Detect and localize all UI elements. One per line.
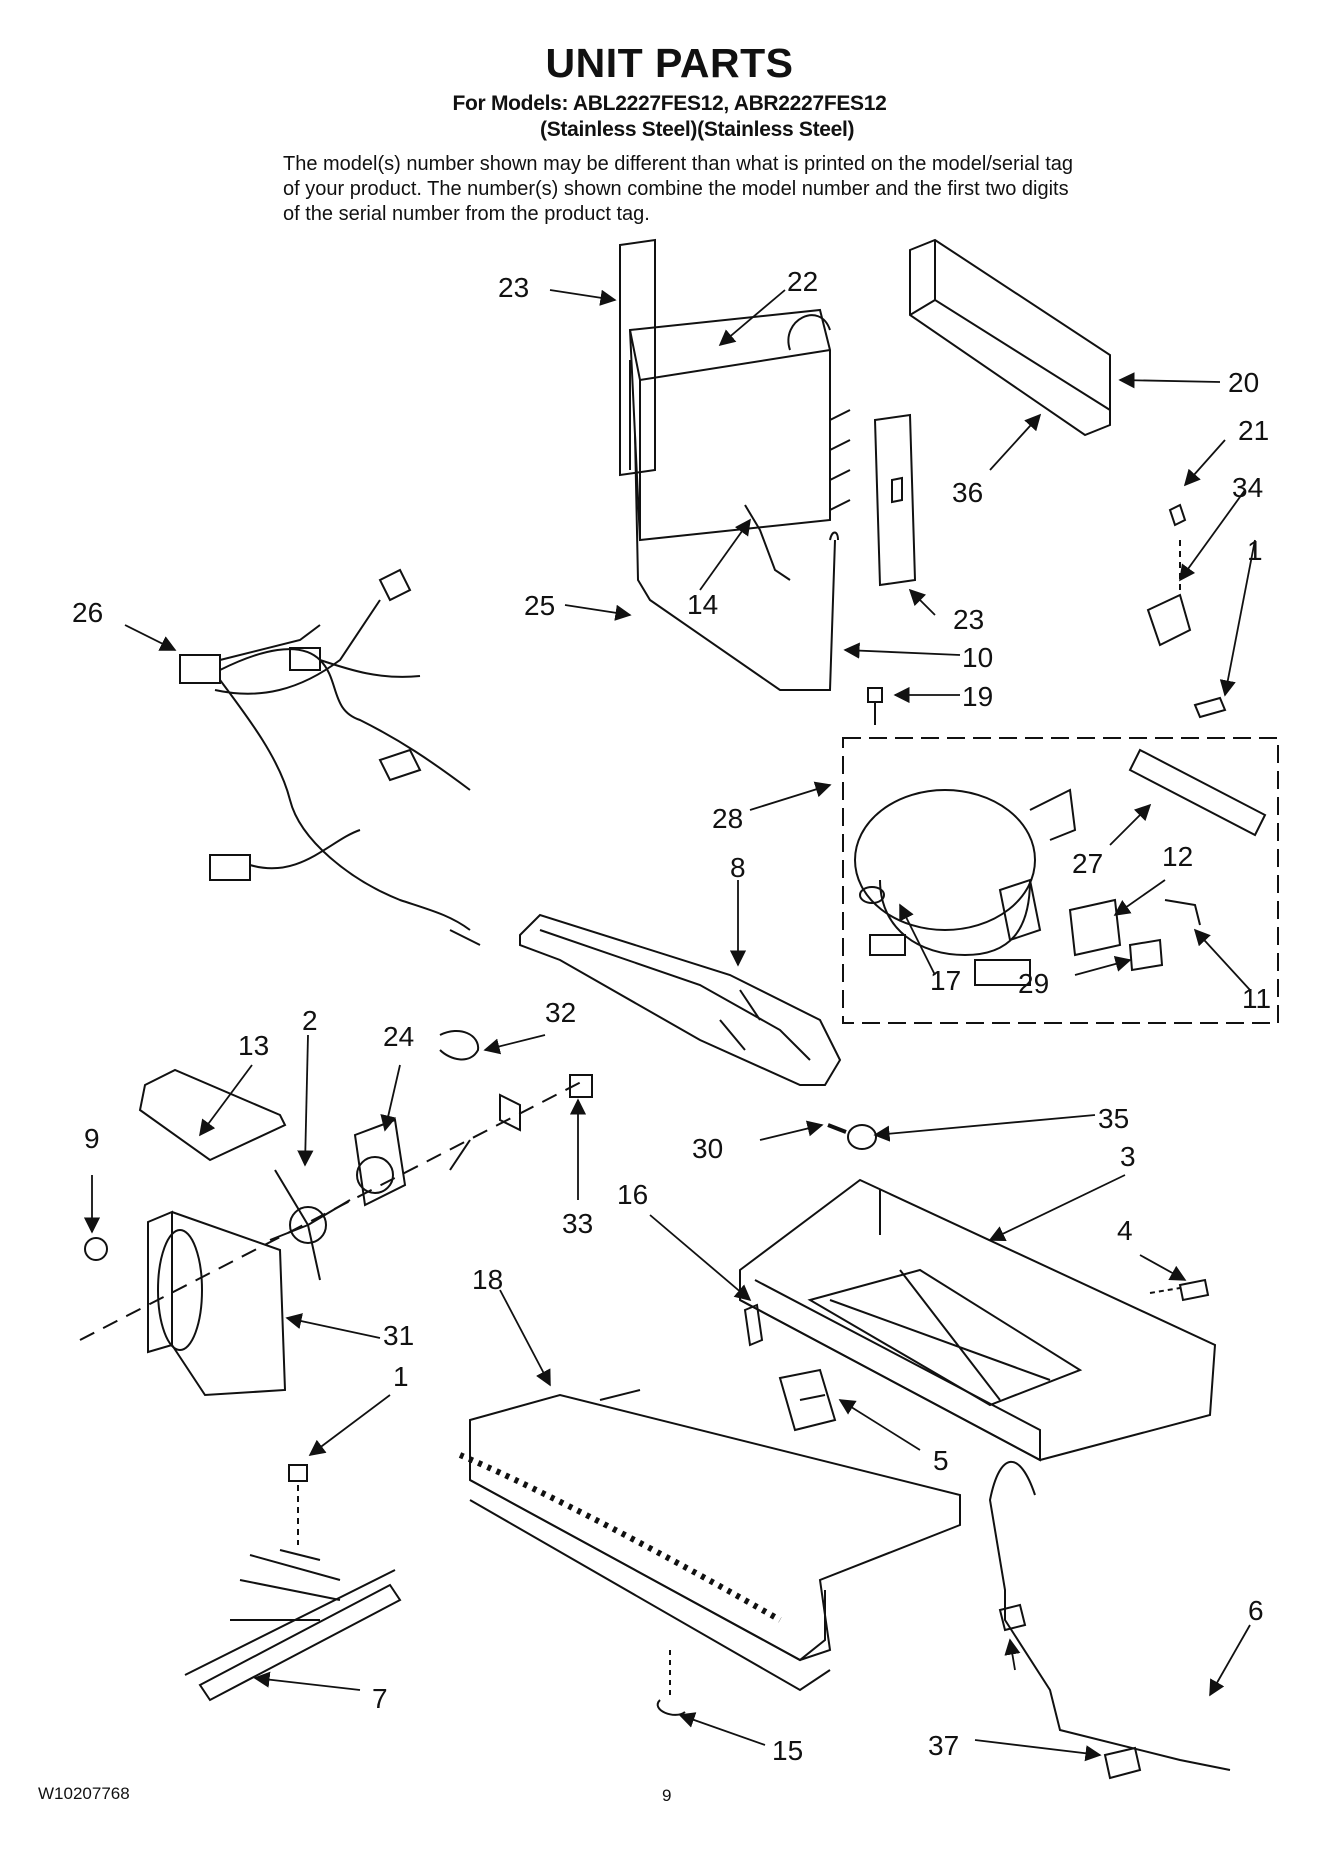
grommet-17 — [859, 886, 885, 904]
bracket-34 — [1146, 593, 1192, 647]
clip-11 — [1164, 899, 1201, 926]
callout-36: 36 — [952, 477, 983, 508]
sleeve-37b — [1103, 1746, 1142, 1780]
callout-6: 6 — [1248, 1595, 1264, 1626]
fan-motor-24 — [353, 1118, 407, 1207]
screw-16 — [743, 1303, 764, 1347]
overload-29 — [1128, 938, 1164, 972]
plug-9 — [84, 1237, 108, 1261]
callout-19: 19 — [962, 681, 993, 712]
wire-harness-7 — [184, 1549, 402, 1702]
callout-17: 17 — [930, 965, 961, 996]
callout-8: 8 — [730, 852, 746, 883]
callout-1-top: 1 — [1247, 535, 1263, 566]
callout-29: 29 — [1018, 968, 1049, 999]
callout-13: 13 — [238, 1030, 269, 1061]
callout-32: 32 — [545, 997, 576, 1028]
callout-12: 12 — [1162, 841, 1193, 872]
models-line: For Models: ABL2227FES12, ABR2227FES12 — [452, 92, 887, 115]
screw-4 — [1178, 1278, 1210, 1302]
screw-33 — [569, 1074, 593, 1098]
tube-6 — [988, 1461, 1231, 1780]
thermistor-14 — [744, 504, 791, 581]
callout-23-top: 23 — [498, 272, 529, 303]
finish-line: (Stainless Steel)(Stainless Steel) — [540, 118, 855, 141]
document-number: W10207768 — [38, 1784, 130, 1803]
callout-33: 33 — [562, 1208, 593, 1239]
clamp-32 — [439, 1030, 480, 1061]
evaporator-cover-20 — [909, 238, 1111, 437]
callout-3: 3 — [1120, 1141, 1136, 1172]
wire-harness-26 — [179, 568, 481, 946]
fan-blade-2 — [269, 1169, 351, 1281]
clip-15 — [656, 1699, 686, 1716]
callout-37: 37 — [928, 1730, 959, 1761]
relay-12 — [1068, 898, 1122, 957]
screw-1-bottom — [288, 1464, 308, 1482]
callout-20: 20 — [1228, 367, 1259, 398]
callout-30: 30 — [692, 1133, 723, 1164]
sleeve-37a — [998, 1603, 1027, 1632]
page-title: UNIT PARTS — [545, 40, 794, 86]
callout-4: 4 — [1117, 1215, 1133, 1246]
callout-27: 27 — [1072, 848, 1103, 879]
callout-labels: 23 22 20 21 36 34 1 26 25 14 23 10 19 28… — [72, 266, 1271, 1766]
heater-10 — [634, 434, 836, 691]
callout-31: 31 — [383, 1320, 414, 1351]
callout-1-bottom: 1 — [393, 1361, 409, 1392]
callout-34: 34 — [1232, 472, 1263, 503]
bracket-23 — [873, 413, 917, 587]
callout-18: 18 — [472, 1264, 503, 1295]
callout-35: 35 — [1098, 1103, 1129, 1134]
callout-24: 24 — [383, 1021, 414, 1052]
evaporator-22 — [619, 238, 851, 542]
pin-30 — [827, 1123, 847, 1134]
nut-35 — [847, 1124, 877, 1150]
compressor-28 — [854, 788, 1077, 986]
callout-14: 14 — [687, 589, 718, 620]
callout-28: 28 — [712, 803, 743, 834]
drier-27 — [1128, 748, 1267, 837]
callout-16: 16 — [617, 1179, 648, 1210]
callout-5: 5 — [933, 1445, 949, 1476]
gasket-13 — [138, 1068, 287, 1162]
drain-pan-8 — [519, 913, 842, 1086]
callout-26: 26 — [72, 597, 103, 628]
callout-25: 25 — [524, 590, 555, 621]
screw-21 — [1168, 503, 1187, 527]
condenser-18 — [458, 1389, 961, 1692]
callout-2: 2 — [302, 1005, 318, 1036]
fan-shroud-31 — [147, 1210, 287, 1397]
base-plate-3 — [739, 1178, 1217, 1462]
callout-9: 9 — [84, 1123, 100, 1154]
compressor-assembly-box — [842, 737, 1279, 1024]
callout-7: 7 — [372, 1683, 388, 1714]
block-5 — [778, 1368, 837, 1432]
part-drawings — [79, 238, 1279, 1780]
page-number: 9 — [662, 1786, 672, 1805]
callout-22: 22 — [787, 266, 818, 297]
screw-1-top — [1193, 696, 1227, 719]
intro-text: The model(s) number shown may be differe… — [283, 153, 1074, 225]
callout-21: 21 — [1238, 415, 1269, 446]
callout-15: 15 — [772, 1735, 803, 1766]
leader-lines — [83, 289, 1256, 1762]
callout-11: 11 — [1242, 983, 1271, 1014]
callout-10: 10 — [962, 642, 993, 673]
callout-23-right: 23 — [953, 604, 984, 635]
screw-19 — [867, 687, 883, 703]
